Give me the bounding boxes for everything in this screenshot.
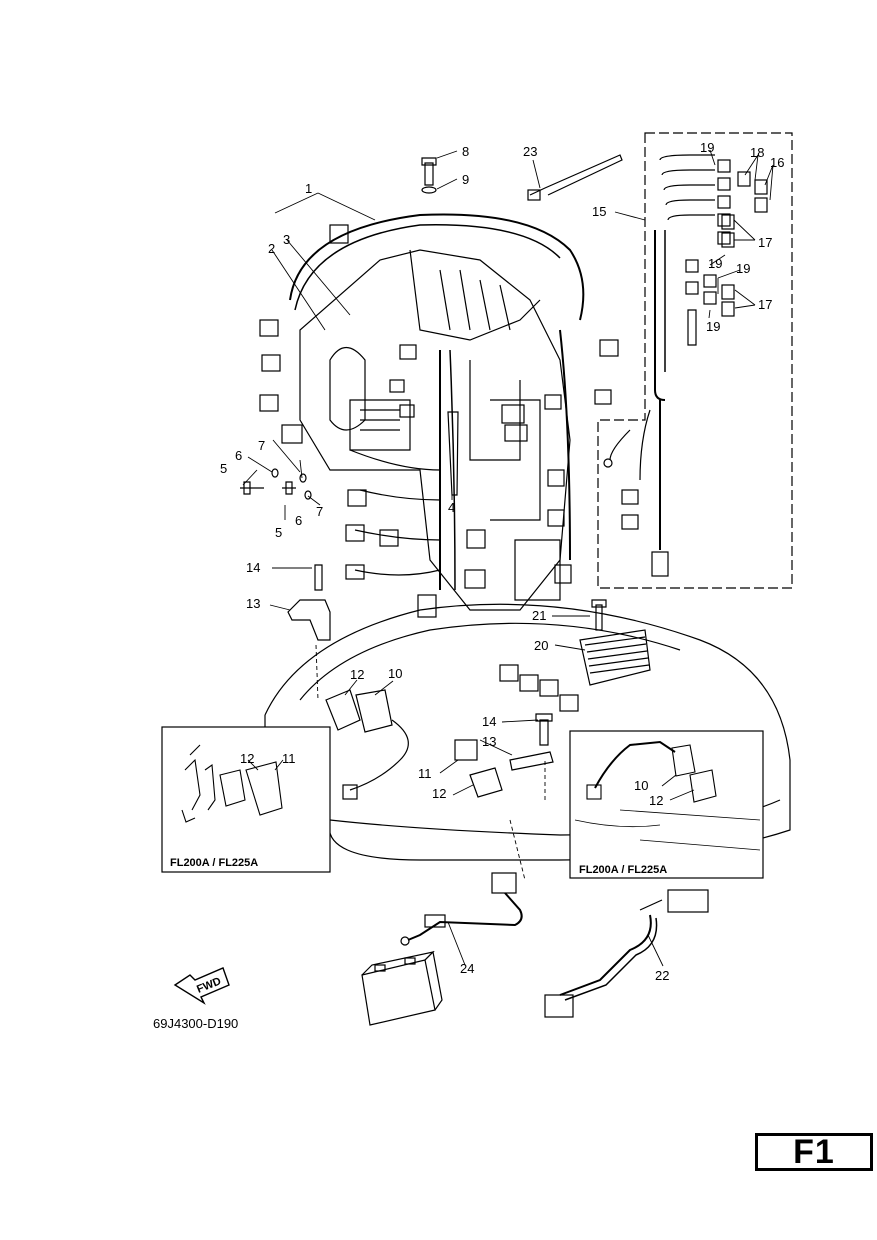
- callout-11b: 11: [418, 766, 432, 781]
- sub-harness-group: [597, 132, 793, 589]
- callout-9: 9: [462, 172, 469, 187]
- callout-13b: 13: [482, 734, 496, 749]
- inset-left: FL200A / FL225A: [161, 726, 331, 873]
- callout-6a: 6: [235, 448, 242, 463]
- engine-illustration: [240, 154, 791, 861]
- callout-12b: 12: [240, 751, 254, 766]
- callout-3: 3: [283, 232, 290, 247]
- callout-19c: 19: [736, 261, 750, 276]
- callout-4: 4: [448, 500, 455, 515]
- callout-10a: 10: [388, 666, 402, 681]
- callout-13a: 13: [246, 596, 260, 611]
- callout-18: 18: [750, 145, 764, 160]
- callout-19a: 19: [700, 140, 714, 155]
- callout-15: 15: [592, 204, 606, 219]
- leader-lines: [242, 149, 774, 967]
- callout-17b: 17: [758, 297, 772, 312]
- inset-right-caption: FL200A / FL225A: [579, 864, 667, 876]
- callout-14b: 14: [482, 714, 496, 729]
- section-label: F1: [793, 1133, 835, 1171]
- callout-8: 8: [462, 144, 469, 159]
- callout-1: 1: [305, 181, 312, 196]
- loose-parts: [173, 872, 709, 1026]
- inset-left-caption: FL200A / FL225A: [170, 857, 258, 869]
- callout-12a: 12: [350, 667, 364, 682]
- part-callouts: 1 2 3 4 5 5 6 6 7 7 8 9 10 10 11 11 12 1…: [220, 140, 784, 983]
- callout-7b: 7: [316, 504, 323, 519]
- callout-14a: 14: [246, 560, 260, 575]
- section-label-box: F1: [755, 1133, 873, 1171]
- callout-10b: 10: [634, 778, 648, 793]
- callout-2: 2: [268, 241, 275, 256]
- callout-19d: 19: [706, 319, 720, 334]
- callout-5b: 5: [275, 525, 282, 540]
- callout-11a: 11: [282, 751, 296, 766]
- callout-17a: 17: [758, 235, 772, 250]
- callout-16: 16: [770, 155, 784, 170]
- callout-20: 20: [534, 638, 548, 653]
- callout-23: 23: [523, 144, 537, 159]
- callout-21: 21: [532, 608, 546, 623]
- callout-19b: 19: [708, 256, 722, 271]
- callout-6b: 6: [295, 513, 302, 528]
- drawing-code: 69J4300-D190: [153, 1016, 238, 1031]
- callout-12d: 12: [649, 793, 663, 808]
- callout-24: 24: [460, 961, 474, 976]
- callout-5a: 5: [220, 461, 227, 476]
- callout-22: 22: [655, 968, 669, 983]
- inset-right: FL200A / FL225A: [569, 730, 764, 879]
- callout-7a: 7: [258, 438, 265, 453]
- callout-12c: 12: [432, 786, 446, 801]
